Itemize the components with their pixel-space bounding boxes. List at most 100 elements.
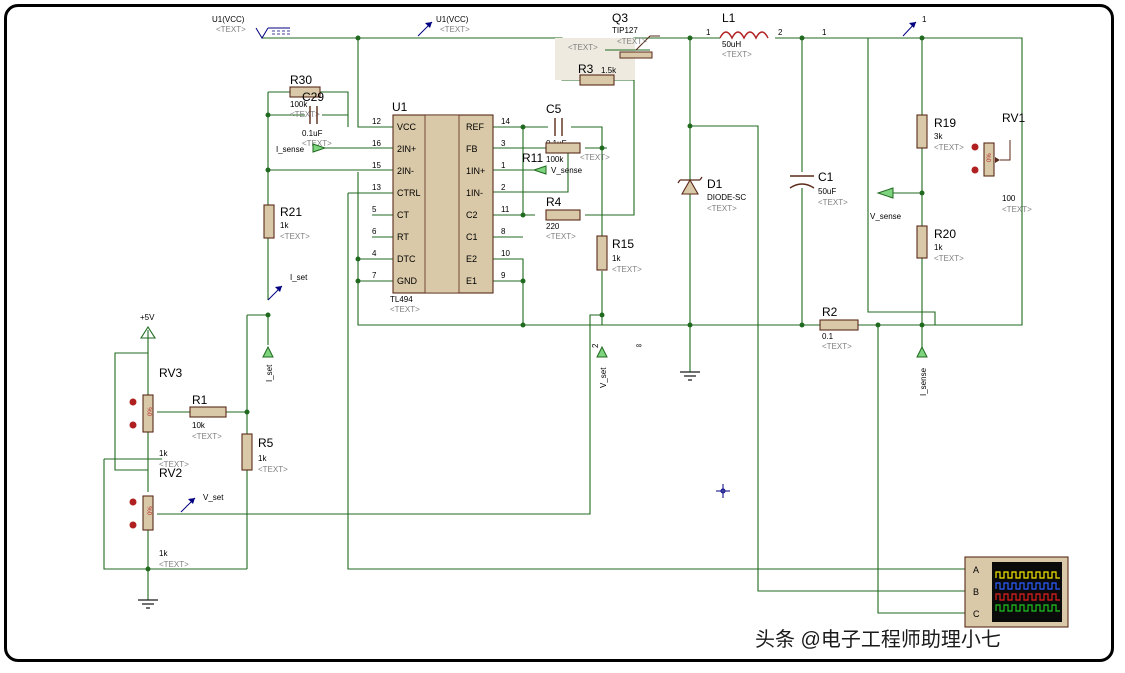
u1-pin-num: 16 xyxy=(372,139,381,148)
d1-text: <TEXT> xyxy=(707,204,737,213)
r1-resistor[interactable]: R1 10k <TEXT> xyxy=(189,393,227,441)
u1-pin-num: 11 xyxy=(501,205,510,214)
r20-resistor[interactable]: R20 1k <TEXT> xyxy=(916,225,964,263)
r21-ref: R21 xyxy=(280,205,302,219)
rv2-ref: RV2 xyxy=(159,466,182,480)
r11-ref: R11 xyxy=(522,151,543,165)
r5-value: 1k xyxy=(258,454,267,463)
u1-pin-name: VCC xyxy=(397,122,417,132)
scope-ch-b: B xyxy=(973,587,979,597)
out-node-1: 1 xyxy=(822,28,827,37)
r20-value: 1k xyxy=(934,243,943,252)
r19-value: 3k xyxy=(934,132,943,141)
schematic-frame xyxy=(4,4,1114,662)
l1-text: <TEXT> xyxy=(722,50,752,59)
c29-ref: C29 xyxy=(302,90,324,104)
u1-pin-num: 13 xyxy=(372,183,381,192)
r20-text: <TEXT> xyxy=(934,254,964,263)
net-i-set-up: I_set xyxy=(290,273,308,282)
u1-pin-name: DTC xyxy=(397,254,416,264)
d1-ref: D1 xyxy=(707,177,723,191)
rv2-potentiometer[interactable]: 0% RV2 1k <TEXT> xyxy=(129,466,190,569)
q3-value: TIP127 xyxy=(612,26,638,35)
u1-pin-name: FB xyxy=(466,144,478,154)
u1-pin-name: E2 xyxy=(466,254,477,264)
r2-resistor[interactable]: R2 0.1 <TEXT> xyxy=(819,305,859,351)
u1-pin-num: 14 xyxy=(501,117,510,126)
c29-capacitor[interactable]: C29 0.1uF <TEXT> xyxy=(302,90,332,148)
oscilloscope[interactable]: A B C xyxy=(964,556,1069,628)
r5-text: <TEXT> xyxy=(258,465,288,474)
junction-dots xyxy=(145,35,925,572)
net-v-sense-u1: V_sense xyxy=(551,166,583,175)
rv1-value: 100 xyxy=(1002,194,1016,203)
r4-value: 220 xyxy=(546,222,560,231)
plus5v-supply: +5V xyxy=(139,313,157,339)
scope-traces xyxy=(995,571,1060,612)
u1-pin-name: C2 xyxy=(466,210,478,220)
rv3-pct: 0% xyxy=(148,407,154,416)
u1-pin-name: REF xyxy=(466,122,485,132)
q3-text-2: <TEXT> xyxy=(568,43,598,52)
rv1-potentiometer[interactable]: 0% RV1 100 <TEXT> xyxy=(971,111,1033,214)
c5-text: <TEXT> xyxy=(580,153,610,162)
watermark: 头条 @电子工程师助理小七 xyxy=(755,628,1001,651)
rv2-value: 1k xyxy=(159,549,168,558)
u1-pin-num: 8 xyxy=(501,227,506,236)
net-node2-vset: 2 xyxy=(591,343,600,348)
r2-ref: R2 xyxy=(822,305,838,319)
net-v-set-down: V_set xyxy=(599,367,608,388)
infinity-mark: ∞ xyxy=(636,341,642,350)
u1-ref: U1 xyxy=(392,100,408,114)
r30-resistor[interactable]: R30 100k <TEXT> xyxy=(289,73,321,119)
q3-transistor[interactable]: Q3 TIP127 <TEXT> <TEXT> xyxy=(555,11,660,80)
r5-resistor[interactable]: R5 1k <TEXT> xyxy=(241,433,288,474)
r4-ref: R4 xyxy=(546,195,562,209)
u1-pin-name: CT xyxy=(397,210,409,220)
rv3-ref: RV3 xyxy=(159,366,182,380)
r3-value: 1.5k xyxy=(601,66,617,75)
u1-pin-num: 15 xyxy=(372,161,381,170)
r15-value: 1k xyxy=(612,254,621,263)
r4-resistor[interactable]: R4 220 <TEXT> xyxy=(545,195,581,241)
u1-pin-num: 10 xyxy=(501,249,510,258)
scope-trace xyxy=(995,593,1060,601)
r3-resistor[interactable]: R3 1.5k xyxy=(578,62,617,86)
c1-text: <TEXT> xyxy=(818,198,848,207)
d1-value: DIODE-SC xyxy=(707,193,746,202)
plus5v-label: +5V xyxy=(140,313,155,322)
net-u1vcc-b-text: <TEXT> xyxy=(440,25,470,34)
c1-value: 50uF xyxy=(818,187,836,196)
u1-pin-num: 12 xyxy=(372,117,381,126)
r2-value: 0.1 xyxy=(822,332,834,341)
d1-diode[interactable]: D1 DIODE-SC <TEXT> xyxy=(677,176,746,213)
u1-pin-num: 2 xyxy=(501,183,506,192)
c5-ref: C5 xyxy=(546,102,562,116)
u1-pin-name: CTRL xyxy=(397,188,421,198)
r11-resistor[interactable]: R11 100k xyxy=(522,142,581,165)
r19-text: <TEXT> xyxy=(934,143,964,152)
r15-resistor[interactable]: R15 1k <TEXT> xyxy=(596,235,642,274)
rv1-pct: 0% xyxy=(987,153,993,162)
l1-inductor[interactable]: L1 50uH <TEXT> 1 2 1 xyxy=(706,11,827,59)
l1-value: 50uH xyxy=(722,40,741,49)
r30-value: 100k xyxy=(290,100,308,109)
r11-value: 100k xyxy=(546,155,564,164)
r21-resistor[interactable]: R21 1k <TEXT> xyxy=(263,204,310,241)
net-i-sense: I_sense xyxy=(276,145,305,154)
r3-ref: R3 xyxy=(578,62,594,76)
u1-pin-name: GND xyxy=(397,276,418,286)
scope-ch-a: A xyxy=(973,565,979,575)
u1-pin-name: 1IN+ xyxy=(466,166,485,176)
r21-value: 1k xyxy=(280,221,289,230)
rv3-potentiometer[interactable]: 0% RV3 1k <TEXT> xyxy=(129,366,190,469)
c1-capacitor[interactable]: C1 50uF <TEXT> xyxy=(789,170,848,207)
c1-ref: C1 xyxy=(818,170,834,184)
r19-resistor[interactable]: R19 3k <TEXT> xyxy=(916,114,964,152)
wires xyxy=(103,37,1023,614)
rv1-ref: RV1 xyxy=(1002,111,1025,125)
u1-tl494[interactable]: U1 TL494 <TEXT> 12VCC162IN+152IN-13CTRL5… xyxy=(372,100,510,314)
